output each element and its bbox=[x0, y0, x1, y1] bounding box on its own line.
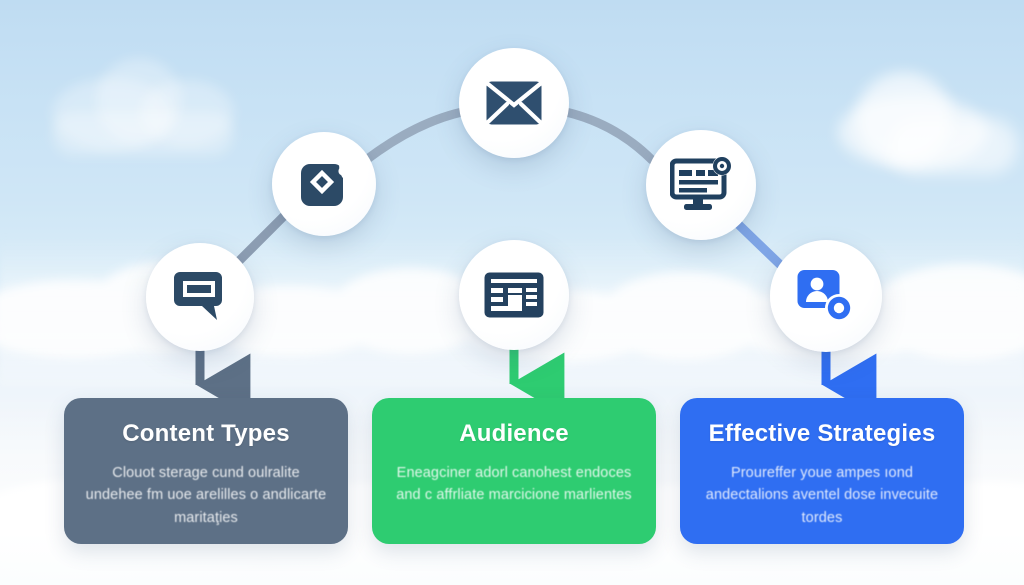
card-heading: Content Types bbox=[122, 420, 290, 447]
node-envelope[interactable] bbox=[459, 48, 569, 158]
contact-person-icon bbox=[796, 268, 856, 324]
link-tag-envelope bbox=[351, 107, 467, 173]
monitor-badge-icon bbox=[670, 157, 732, 213]
card-heading: Audience bbox=[459, 420, 569, 447]
chat-bubble-icon bbox=[174, 270, 226, 324]
card-body: Clouot sterage cund oulralite undehee fm… bbox=[85, 465, 327, 526]
card-content-types[interactable]: Content Types Clouot sterage cund oulral… bbox=[64, 398, 348, 544]
envelope-icon bbox=[485, 80, 543, 126]
link-envelope-monitor bbox=[561, 107, 657, 165]
card-row: Content Types Clouot sterage cund oulral… bbox=[0, 398, 1024, 546]
card-effective-strategies[interactable]: Effective Strategies Proureffer youe amp… bbox=[680, 398, 964, 544]
node-chat[interactable] bbox=[146, 243, 254, 351]
dashboard-layout-icon bbox=[483, 271, 545, 319]
card-body: Eneagciner adorl canohest endoces and c … bbox=[396, 465, 632, 504]
node-monitor[interactable] bbox=[646, 130, 756, 240]
tag-diamond-icon bbox=[298, 158, 350, 210]
node-tag[interactable] bbox=[272, 132, 376, 236]
card-body: Proureffer youe ampes ıond andectalions … bbox=[705, 465, 939, 526]
node-layout[interactable] bbox=[459, 240, 569, 350]
card-heading: Effective Strategies bbox=[708, 420, 936, 447]
card-audience[interactable]: Audience Eneagciner adorl canohest endoc… bbox=[372, 398, 656, 544]
node-contact[interactable] bbox=[770, 240, 882, 352]
